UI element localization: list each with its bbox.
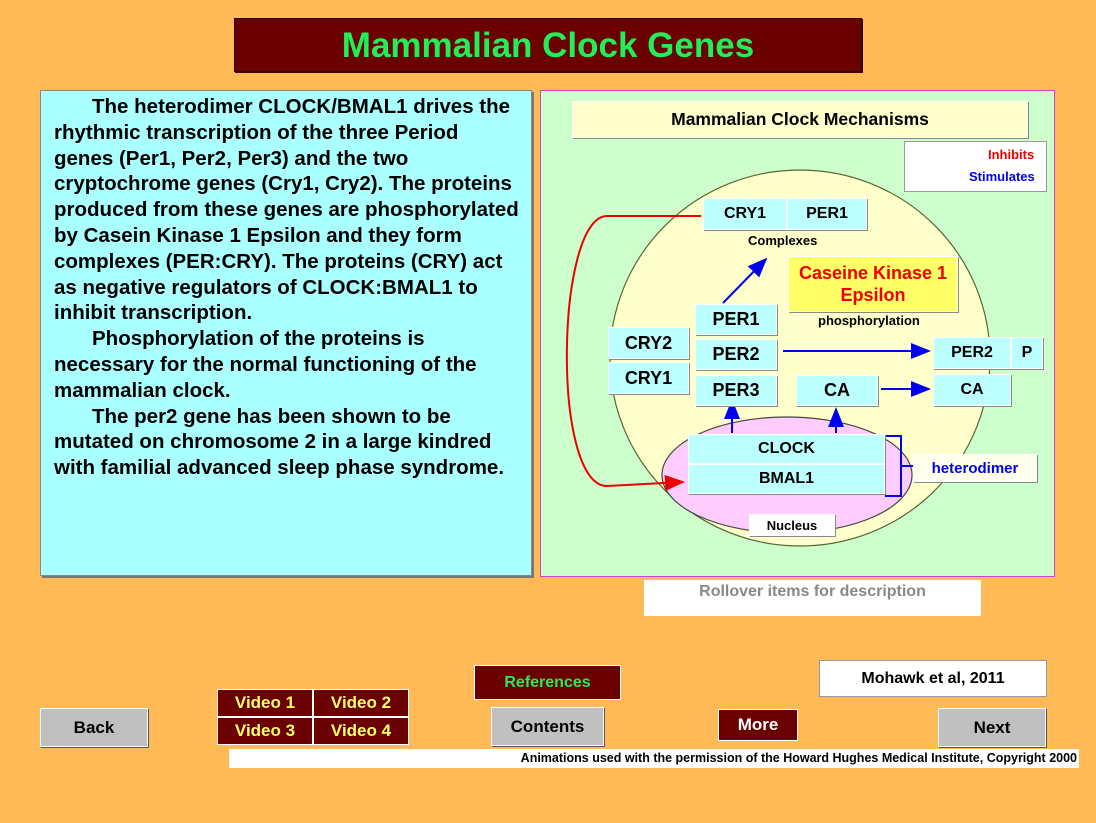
video-2-button[interactable]: Video 2	[313, 689, 409, 717]
phosphate-p[interactable]: P	[1011, 337, 1043, 369]
description-paragraph-2: Phosphorylation of the proteins is neces…	[54, 327, 477, 402]
per2-phosphorylated[interactable]: PER2	[933, 337, 1011, 369]
stimulate-arrow-per1-complex	[722, 257, 768, 304]
credits-bar: Animations used with the permission of t…	[229, 749, 1079, 768]
contents-button[interactable]: Contents	[491, 707, 604, 746]
more-button[interactable]: More	[718, 709, 798, 741]
inhibit-arrow-path	[565, 215, 701, 491]
bmal1-box[interactable]: BMAL1	[688, 464, 885, 494]
page-title: Mammalian Clock Genes	[234, 18, 862, 72]
legend-stimulates-label: Stimulates	[969, 169, 1035, 184]
description-panel: The heterodimer CLOCK/BMAL1 drives the r…	[40, 90, 532, 576]
ca-box[interactable]: CA	[796, 375, 878, 406]
video-3-button[interactable]: Video 3	[217, 717, 313, 745]
citation[interactable]: Mohawk et al, 2011	[819, 660, 1047, 697]
clock-mechanism-diagram: Mammalian Clock Mechanisms Inhibits Stim…	[540, 90, 1055, 577]
references-button[interactable]: References	[474, 665, 621, 700]
ca-right-box[interactable]: CA	[933, 374, 1011, 406]
legend-inhibits-label: Inhibits	[988, 147, 1035, 162]
per2-box[interactable]: PER2	[695, 339, 777, 370]
per1-box[interactable]: PER1	[695, 304, 777, 335]
description-paragraph-3: The per2 gene has been shown to be mutat…	[54, 404, 505, 480]
clock-box[interactable]: CLOCK	[688, 434, 885, 464]
phosphorylation-label: phosphorylation	[818, 313, 920, 328]
complex-per1[interactable]: PER1	[787, 198, 867, 230]
kinase-box[interactable]: Caseine Kinase 1 Epsilon	[788, 256, 958, 312]
complex-cry1[interactable]: CRY1	[703, 198, 787, 230]
legend-box	[904, 141, 1047, 192]
next-button[interactable]: Next	[938, 708, 1046, 747]
back-button[interactable]: Back	[40, 708, 148, 747]
video-4-button[interactable]: Video 4	[313, 717, 409, 745]
rollover-hint: Rollover items for description	[644, 580, 981, 616]
video-1-button[interactable]: Video 1	[217, 689, 313, 717]
cry2-box[interactable]: CRY2	[608, 327, 689, 359]
complexes-label: Complexes	[748, 233, 818, 248]
heterodimer-bracket	[885, 435, 913, 497]
nucleus-label[interactable]: Nucleus	[749, 514, 835, 536]
description-paragraph-1: The heterodimer CLOCK/BMAL1 drives the r…	[54, 95, 519, 325]
heterodimer-label[interactable]: heterodimer	[913, 454, 1037, 482]
cry1-box[interactable]: CRY1	[608, 362, 689, 394]
diagram-title: Mammalian Clock Mechanisms	[572, 101, 1028, 138]
per3-box[interactable]: PER3	[695, 375, 777, 406]
